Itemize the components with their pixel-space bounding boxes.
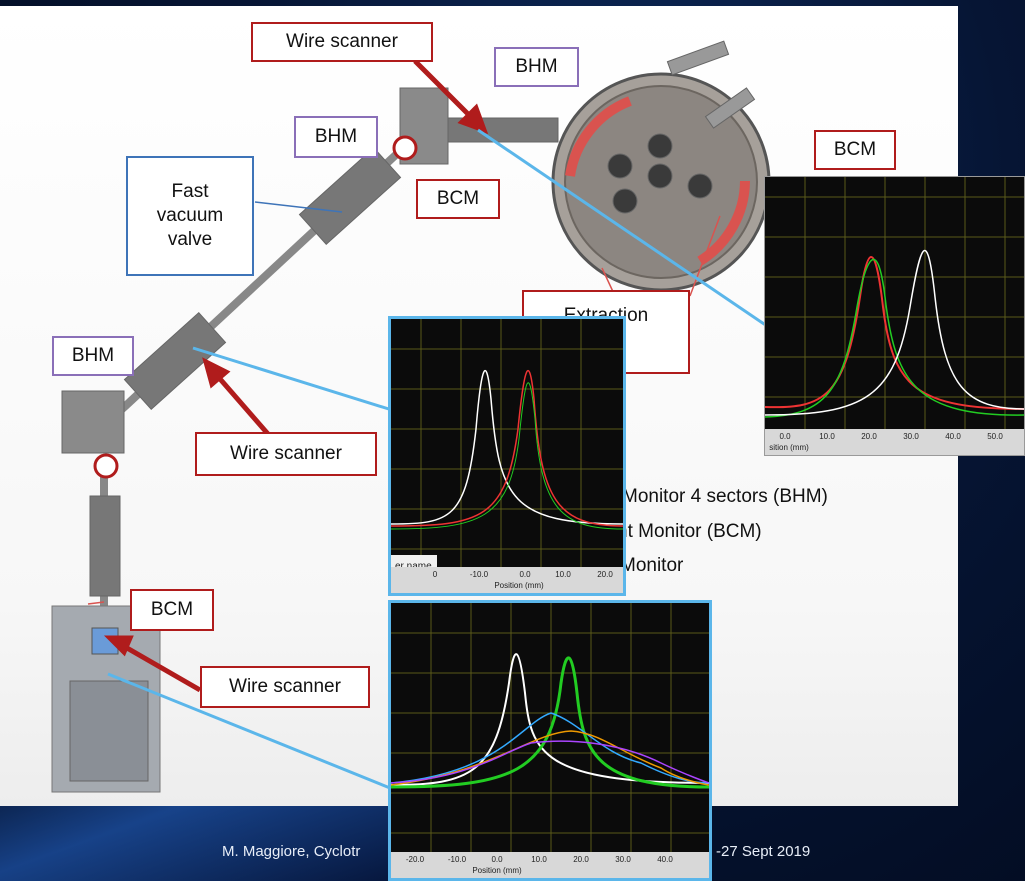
tick: -10.0 (447, 855, 467, 864)
plot-bcm-grid (765, 177, 1024, 429)
tick: 50.0 (987, 432, 1003, 441)
plot-bottom-grid (391, 603, 709, 853)
label-bcm-mid: BCM (416, 179, 500, 219)
plot-wire-scanner-bottom: -20.0 -10.0 0.0 10.0 20.0 30.0 40.0 Posi… (388, 600, 712, 881)
label-wire-scanner-mid: Wire scanner (195, 432, 377, 476)
legend-line-bhm: Monitor 4 sectors (BHM) (622, 486, 828, 507)
tick: 30.0 (615, 855, 631, 864)
label-bhm-top: BHM (494, 47, 579, 87)
tick: 0.0 (519, 570, 531, 579)
tick: 10.0 (555, 570, 571, 579)
axis-label: sition (mm) (769, 443, 809, 452)
label-bhm-lower: BHM (52, 336, 134, 376)
tick: 0.0 (779, 432, 791, 441)
plot-wire-scanner-mid: er name 0 -10.0 0.0 10.0 20.0 Position (… (388, 316, 626, 596)
label-fast-vacuum-valve: Fast vacuum valve (126, 156, 254, 276)
tick: 20.0 (573, 855, 589, 864)
axis-label: Position (mm) (472, 866, 522, 875)
plot-mid-axis: 0 -10.0 0.0 10.0 20.0 Position (mm) (391, 567, 623, 593)
tick: 10.0 (819, 432, 835, 441)
tick: 0.0 (491, 855, 503, 864)
plot-bcm-axis: 0.0 10.0 20.0 30.0 40.0 50.0 sition (mm) (765, 429, 1024, 455)
beamline-drawing (51, 40, 771, 793)
tick: -20.0 (405, 855, 425, 864)
plot-mid-grid (391, 319, 623, 567)
legend-line-monitor: Monitor (620, 555, 684, 576)
tick: 0 (432, 570, 438, 579)
axis-label: Position (mm) (494, 581, 544, 590)
tick: 40.0 (657, 855, 673, 864)
tick: 20.0 (597, 570, 613, 579)
plot-bottom-axis: -20.0 -10.0 0.0 10.0 20.0 30.0 40.0 Posi… (391, 852, 709, 878)
footer-date: -27 Sept 2019 (716, 843, 811, 860)
label-bhm-left: BHM (294, 116, 378, 158)
label-bcm-right: BCM (814, 130, 896, 170)
tick: 20.0 (861, 432, 877, 441)
legend-line-bcm: nt Monitor (BCM) (617, 521, 762, 542)
plot-bcm-profile: 0.0 10.0 20.0 30.0 40.0 50.0 sition (mm) (764, 176, 1025, 456)
label-wire-scanner-top: Wire scanner (251, 22, 433, 62)
tick: 10.0 (531, 855, 547, 864)
tick: -10.0 (469, 570, 489, 579)
tick: 30.0 (903, 432, 919, 441)
label-bcm-bottom: BCM (130, 589, 214, 631)
footer-author: M. Maggiore, Cyclotr (222, 843, 361, 860)
label-wire-scanner-bottom: Wire scanner (200, 666, 370, 708)
tick: 40.0 (945, 432, 961, 441)
